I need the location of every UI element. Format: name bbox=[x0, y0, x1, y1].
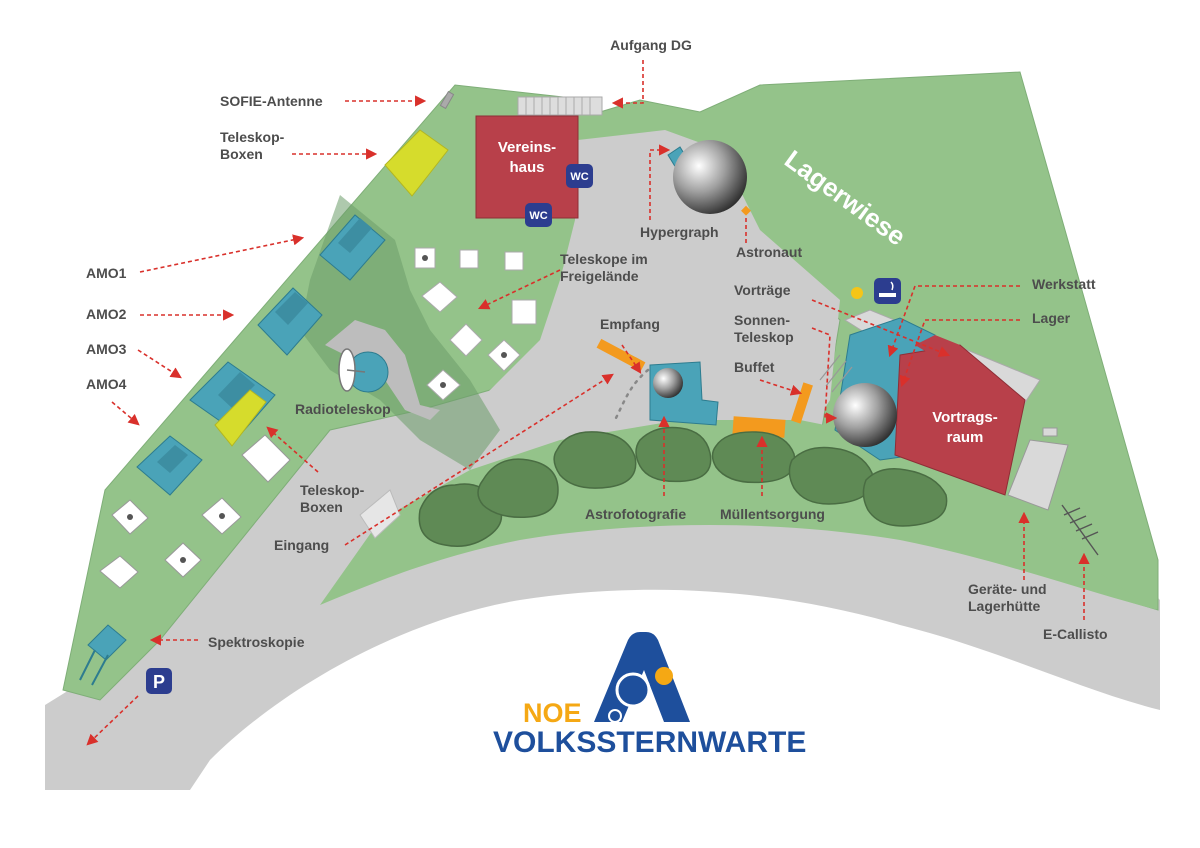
label-hypergraph: Hypergraph bbox=[640, 224, 719, 240]
label-vortraege: Vorträge bbox=[734, 282, 791, 298]
eingang-gate bbox=[359, 489, 401, 539]
label-sonnen-teleskop-2: Teleskop bbox=[734, 329, 794, 345]
label-buffet: Buffet bbox=[734, 359, 775, 375]
huette-chimney bbox=[1042, 427, 1058, 437]
spektroskopie-building bbox=[79, 624, 127, 686]
telescope-box bbox=[426, 369, 461, 401]
label-astrofotografie: Astrofotografie bbox=[585, 506, 686, 522]
hypergraph-dome bbox=[667, 140, 747, 214]
label-amo2: AMO2 bbox=[86, 306, 127, 322]
label-empfang: Empfang bbox=[600, 316, 660, 332]
label-ecallisto: E-Callisto bbox=[1043, 626, 1108, 642]
logo-blue-circle-large bbox=[615, 672, 651, 708]
hedge-row bbox=[418, 426, 948, 547]
telescope-box bbox=[487, 339, 521, 372]
telescope-box bbox=[414, 247, 436, 269]
amo1-building bbox=[319, 214, 386, 281]
telescope-box bbox=[421, 281, 458, 313]
buffet-counter bbox=[791, 382, 813, 424]
label-aufgang: Aufgang DG bbox=[610, 37, 692, 53]
parking-icon[interactable]: P bbox=[146, 668, 172, 694]
vereinshaus-label-2: haus bbox=[509, 159, 544, 176]
sonnen-teleskop-dome bbox=[833, 383, 897, 447]
telescope-box bbox=[111, 499, 149, 535]
label-teleskope-freigelaende-1: Teleskope im bbox=[560, 251, 648, 267]
logo-noe-text: NOE bbox=[523, 698, 582, 728]
wc-label: WC bbox=[529, 210, 547, 222]
telescope-box bbox=[511, 299, 537, 325]
telescope-box bbox=[241, 434, 291, 483]
logo-blue-circle-small bbox=[608, 709, 622, 723]
label-muellentsorgung: Müllentsorgung bbox=[720, 506, 825, 522]
label-geraete-2: Lagerhütte bbox=[968, 598, 1041, 614]
parking-label: P bbox=[153, 672, 165, 692]
vereinshaus-building bbox=[475, 115, 579, 219]
amo4-building bbox=[136, 435, 203, 496]
wc-icon[interactable]: WC bbox=[566, 164, 593, 188]
teleskop-box-yellow-bottom bbox=[214, 389, 267, 447]
label-amo4: AMO4 bbox=[86, 376, 127, 392]
telescope-box bbox=[164, 542, 202, 578]
label-teleskop-boxen-bottom-1: Teleskop- bbox=[300, 482, 365, 498]
aufgang-stairs bbox=[517, 96, 603, 116]
label-lager: Lager bbox=[1032, 310, 1071, 326]
lager-building bbox=[915, 335, 960, 360]
telescope-box bbox=[459, 249, 479, 269]
label-radioteleskop: Radioteleskop bbox=[295, 401, 391, 417]
label-sofie: SOFIE-Antenne bbox=[220, 93, 323, 109]
telescope-box bbox=[99, 555, 139, 589]
label-teleskope-freigelaende-2: Freigelände bbox=[560, 268, 639, 284]
vortragsraum-label-1: Vortrags- bbox=[932, 409, 998, 426]
label-amo3: AMO3 bbox=[86, 341, 127, 357]
yellow-marker bbox=[851, 287, 863, 299]
logo-orange-dot bbox=[655, 667, 673, 685]
label-teleskop-boxen-bottom-2: Boxen bbox=[300, 499, 343, 515]
noe-volkssternwarte-logo: NOE VOLKSSTERNWARTE bbox=[493, 632, 806, 759]
label-amo1: AMO1 bbox=[86, 265, 127, 281]
label-teleskop-boxen-top-1: Teleskop- bbox=[220, 129, 285, 145]
logo-a-shape bbox=[594, 632, 690, 722]
label-sonnen-teleskop-1: Sonnen- bbox=[734, 312, 790, 328]
radioteleskop-dish bbox=[338, 348, 389, 393]
wc-label: WC bbox=[570, 171, 588, 183]
label-astronaut: Astronaut bbox=[736, 244, 802, 260]
telescope-box bbox=[449, 323, 483, 357]
label-werkstatt: Werkstatt bbox=[1032, 276, 1096, 292]
telescope-box bbox=[201, 497, 242, 535]
telescope-box bbox=[504, 251, 524, 271]
entrance-steps bbox=[819, 354, 853, 393]
teleskop-box-yellow-top bbox=[384, 129, 449, 197]
label-geraete-1: Geräte- und bbox=[968, 581, 1047, 597]
empfang-dome bbox=[653, 368, 683, 398]
sofie-antenna bbox=[439, 90, 455, 110]
vortragsraum-label-2: raum bbox=[947, 429, 984, 446]
astronaut-marker bbox=[741, 205, 751, 216]
logo-main-text: VOLKSSTERNWARTE bbox=[493, 726, 806, 759]
smoking-area-icon[interactable] bbox=[874, 278, 901, 304]
wc-icon[interactable]: WC bbox=[525, 203, 552, 227]
callout-arrows bbox=[86, 60, 1090, 746]
label-teleskop-boxen-top-2: Boxen bbox=[220, 146, 263, 162]
e-callisto-antenna bbox=[1061, 504, 1099, 556]
empfang-dotted-path bbox=[613, 368, 650, 422]
label-spektroskopie: Spektroskopie bbox=[208, 634, 305, 650]
vereinshaus-label-1: Vereins- bbox=[498, 139, 556, 156]
geraete-lagerhuette bbox=[1007, 439, 1069, 511]
amo2-building bbox=[257, 287, 323, 356]
label-eingang: Eingang bbox=[274, 537, 329, 553]
